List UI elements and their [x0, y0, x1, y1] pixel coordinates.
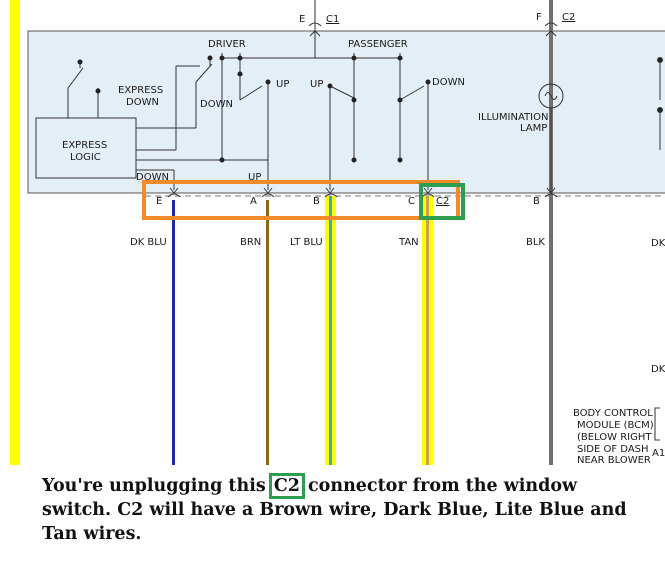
- label-driver: DRIVER: [208, 39, 246, 50]
- wire-label-tan: TAN: [398, 237, 419, 248]
- wire-tan: [426, 196, 429, 465]
- pin-a: A: [250, 196, 257, 207]
- lamp-icon: [538, 83, 564, 192]
- wire-label-blk: BLK: [526, 237, 545, 248]
- label-express-down-1: EXPRESS: [118, 85, 163, 96]
- express-logic-line1: EXPRESS: [62, 140, 107, 151]
- yellow-wire-bar: [10, 0, 20, 465]
- label-a1: A1: [652, 448, 665, 459]
- wire-label-brn: BRN: [240, 237, 261, 248]
- label-down-passenger: DOWN: [432, 77, 465, 88]
- label-lamp: LAMP: [520, 123, 547, 134]
- express-logic-line2: LOGIC: [70, 152, 101, 163]
- caption-before: You're unplugging this: [42, 476, 272, 496]
- bcm-line4: SIDE OF DASH: [577, 444, 649, 455]
- orange-highlight-box: [142, 180, 460, 220]
- bcm-line5: NEAR BLOWER: [577, 455, 651, 465]
- express-logic-box: [35, 117, 137, 179]
- label-down-driver: DOWN: [200, 99, 233, 110]
- pin-c2: C2: [436, 196, 449, 207]
- label-illumination: ILLUMINATION: [478, 112, 548, 123]
- label-up-bottom: UP: [248, 172, 261, 183]
- wire-label-lt-blu: LT BLU: [290, 237, 323, 248]
- label-dk-right-2: DK: [651, 364, 665, 375]
- wire-label-dk-blu: DK BLU: [130, 237, 167, 248]
- label-up-driver: UP: [276, 79, 289, 90]
- connector-terminals: [167, 187, 558, 198]
- contact-dots: [77, 55, 431, 163]
- label-passenger: PASSENGER: [348, 39, 408, 50]
- label-express-down-2: DOWN: [126, 97, 159, 108]
- label-e-top: E: [299, 14, 305, 25]
- wire-brn: [266, 200, 269, 465]
- bcm-line3: (BELOW RIGHT: [577, 432, 652, 443]
- wire-dk-blu: [172, 200, 175, 465]
- wire-lt-blu: [329, 196, 332, 465]
- caption-after: connector from the window switch. C2 wil…: [42, 476, 627, 544]
- label-dk-right-1: DK: [651, 238, 665, 249]
- label-f-top: F: [536, 12, 542, 23]
- label-c1: C1: [326, 14, 339, 25]
- caption-text: You're unplugging this C2 connector from…: [42, 473, 642, 546]
- top-feed-f: [544, 0, 558, 465]
- caption-c2-highlight: C2: [268, 473, 305, 499]
- pin-b-right: B: [533, 196, 540, 207]
- pin-e: E: [156, 196, 162, 207]
- green-highlight-box: [419, 183, 465, 220]
- right-switch-fragment: [657, 57, 663, 150]
- top-feed-e: [308, 0, 322, 58]
- pin-b: B: [313, 196, 320, 207]
- window-switch-wiring-diagram: E C1 F C2: [10, 0, 665, 465]
- label-up-passenger: UP: [310, 79, 323, 90]
- pin-c: C: [408, 196, 415, 207]
- bcm-bracket: [654, 407, 660, 441]
- bcm-line1: BODY CONTROL: [573, 408, 653, 419]
- bcm-line2: MODULE (BCM): [577, 420, 654, 431]
- label-c2-top: C2: [562, 12, 575, 23]
- label-down-bottom: DOWN: [136, 172, 169, 183]
